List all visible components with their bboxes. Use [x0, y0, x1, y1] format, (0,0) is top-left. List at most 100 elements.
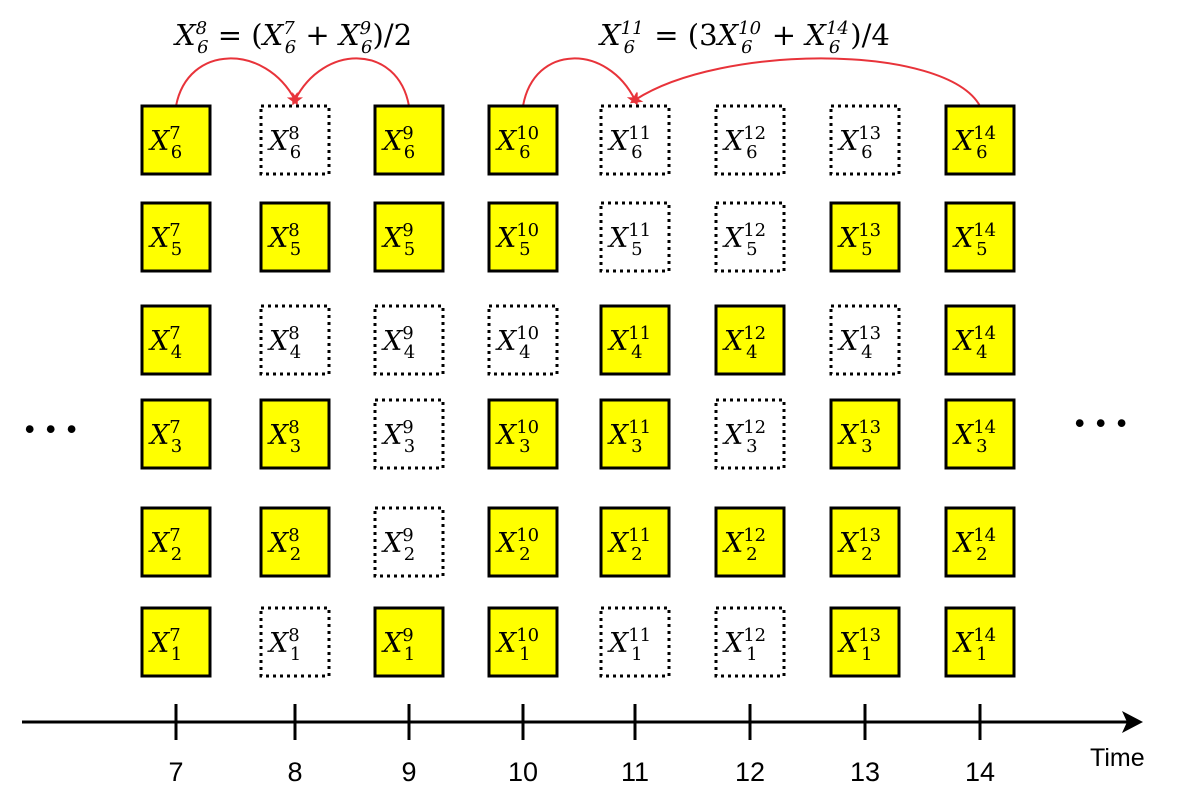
- arrow-10-to-11: [522, 57, 638, 107]
- arrow-9-to-8: [292, 57, 410, 107]
- observed-cell: [487, 606, 559, 678]
- observed-cell: [140, 506, 212, 578]
- observed-cell: [373, 104, 445, 176]
- observed-cell: [829, 398, 901, 470]
- missing-cell: [714, 104, 786, 176]
- missing-cell: [599, 201, 671, 273]
- observed-cell: [599, 506, 671, 578]
- observed-cell: [944, 506, 1016, 578]
- tick-label-10: 10: [508, 757, 538, 787]
- observed-cell: [944, 201, 1016, 273]
- observed-cell: [140, 201, 212, 273]
- observed-cell: [944, 104, 1016, 176]
- interpolation-arrows: [175, 57, 981, 107]
- observed-cell: [599, 398, 671, 470]
- missing-cell: [259, 606, 331, 678]
- tick-label-13: 13: [850, 757, 880, 787]
- missing-cell: [714, 201, 786, 273]
- time-axis-label: Time: [1090, 744, 1145, 772]
- observed-cell: [829, 201, 901, 273]
- observed-cell: [140, 304, 212, 376]
- tick-label-12: 12: [735, 757, 765, 787]
- time-axis-arrowhead: [1122, 711, 1143, 733]
- tick-label-7: 7: [168, 757, 183, 787]
- ellipsis-right: • • •: [1075, 408, 1128, 438]
- observed-cell: [714, 304, 786, 376]
- tick-label-8: 8: [287, 757, 302, 787]
- tick-label-14: 14: [965, 757, 995, 787]
- observed-cell: [944, 606, 1016, 678]
- missing-cell: [829, 304, 901, 376]
- observed-cell: [944, 304, 1016, 376]
- missing-cell: [599, 606, 671, 678]
- observed-cell: [714, 506, 786, 578]
- missing-cell: [599, 104, 671, 176]
- observed-cell: [487, 104, 559, 176]
- missing-cell: [373, 398, 445, 470]
- observed-cell: [487, 201, 559, 273]
- ellipsis-left: • • •: [25, 414, 78, 444]
- tick-label-9: 9: [401, 757, 416, 787]
- observed-cell: [140, 398, 212, 470]
- arrow-7-to-8: [175, 57, 298, 107]
